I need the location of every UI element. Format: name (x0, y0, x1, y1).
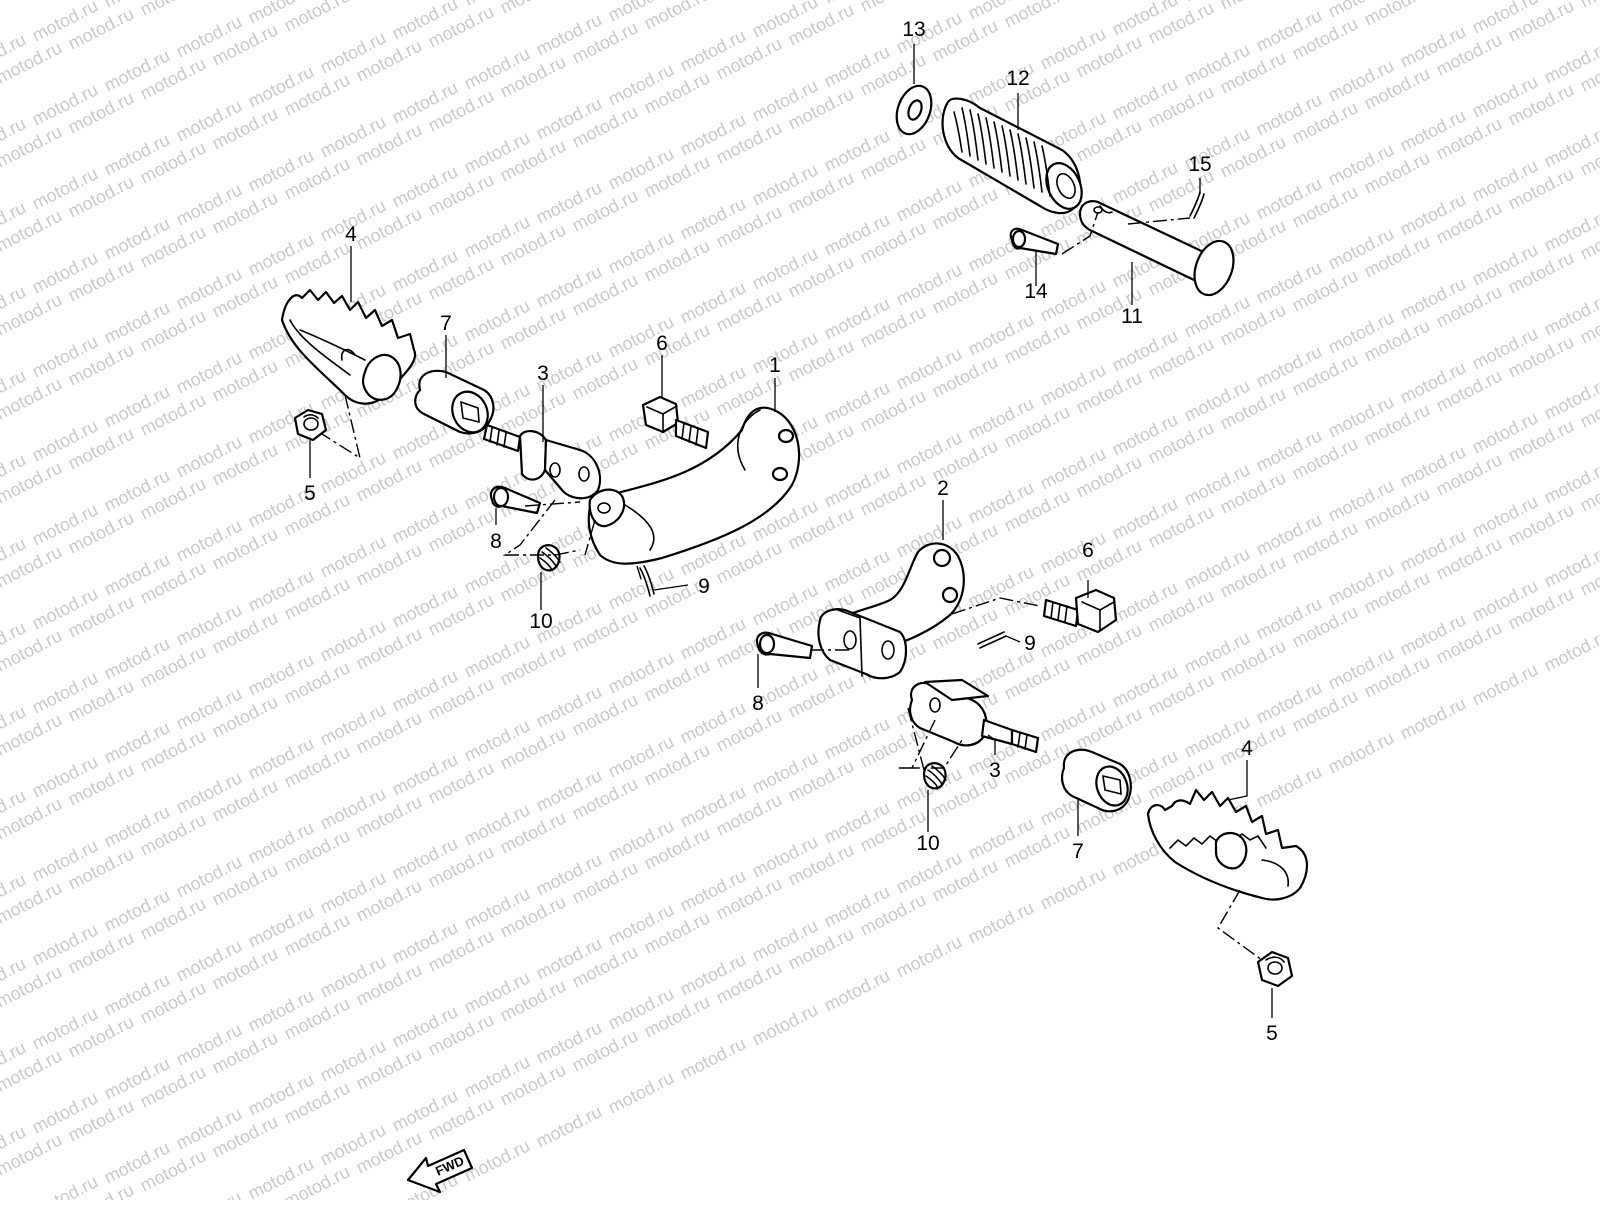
footpeg-mount-3-left (482, 423, 602, 500)
rubber-grip-12 (941, 97, 1083, 215)
callout-3-left: 3 (537, 362, 549, 385)
callout-4-left: 4 (345, 223, 357, 246)
washer-13 (895, 84, 933, 136)
callout-1: 1 (769, 354, 781, 377)
callout-13: 13 (902, 18, 925, 41)
watermark-text: motod.ru (137, 0, 209, 20)
right-leader-lines (810, 597, 1263, 961)
watermark-text: motod.ru (605, 1067, 677, 1117)
watermark-text: motod.ru (353, 0, 425, 2)
watermark-text: motod.ru (857, 0, 929, 16)
callout-5-right: 5 (1266, 1022, 1278, 1045)
watermark-text: motod.ru (1541, 625, 1600, 675)
watermark-text: motod.ru (461, 1135, 533, 1185)
footrest-bracket-1 (587, 406, 801, 565)
passenger-leader-lines (1061, 211, 1191, 255)
watermark-text: motod.ru (29, 1171, 101, 1200)
watermark-text: motod.ru (821, 965, 893, 1015)
cotter-pin-9-right (977, 631, 1007, 649)
callout-7-right: 7 (1072, 840, 1084, 863)
collar-7-right (1061, 748, 1132, 813)
left-leader-lines (321, 394, 643, 583)
bolt-6-left (641, 395, 710, 450)
watermark-text: motod.ru (533, 1101, 605, 1151)
callout-9-right: 9 (1024, 632, 1036, 655)
callout-6-left: 6 (656, 332, 668, 355)
watermark-text: motod.ru (1397, 693, 1469, 743)
watermark-text: motod.ru (965, 897, 1037, 947)
peg-shaft-11 (1078, 200, 1235, 297)
callout-11: 11 (1121, 305, 1143, 328)
callout-labels: 1 2 3 3 4 4 5 5 6 6 7 7 8 8 9 9 10 10 11… (304, 18, 1278, 1045)
watermark-text: motod.ru (677, 1033, 749, 1083)
nut-5-right (1256, 950, 1294, 988)
watermark-text: motod.ru (1577, 0, 1600, 12)
spring-10-left (536, 544, 561, 572)
callout-8-right: 8 (752, 692, 764, 715)
watermark-text: motod.ru (893, 931, 965, 981)
cotter-pin-9-left (639, 565, 655, 597)
watermark-text: motod.ru (1217, 0, 1289, 14)
callout-6-right: 6 (1082, 539, 1094, 562)
watermark-text: motod.ru (1469, 659, 1541, 709)
callout-4-right: 4 (1241, 737, 1253, 760)
watermark-text: motod.ru (1253, 761, 1325, 811)
watermark-text: motod.ru (749, 999, 821, 1049)
callout-9-left: 9 (698, 575, 710, 598)
callout-5-left: 5 (304, 482, 316, 505)
callout-2: 2 (937, 477, 949, 500)
callout-10-right: 10 (916, 832, 939, 855)
callout-3-right: 3 (989, 759, 1001, 782)
footrest-bracket-2 (817, 542, 965, 680)
clevis-pin-8-right (755, 631, 814, 660)
collar-7-left (414, 369, 495, 435)
watermark-text: motod.ru (0, 0, 65, 4)
footpeg-mount-3-right (909, 678, 1040, 754)
callout-7-left: 7 (440, 312, 452, 335)
footpeg-4-left (280, 288, 417, 405)
watermark-text: motod.ru (1325, 727, 1397, 777)
fwd-arrow: FWD (406, 1148, 474, 1194)
bolt-6-right (1042, 588, 1118, 634)
nut-5-left (293, 408, 328, 442)
watermark-text: motod.ru (1361, 0, 1433, 30)
callout-12: 12 (1006, 67, 1029, 90)
callout-10-left: 10 (529, 610, 552, 633)
clevis-pin-14 (1009, 227, 1060, 256)
cotter-pin-15 (1189, 191, 1205, 219)
footpeg-4-right (1146, 788, 1309, 901)
watermark-text: motod.ru (173, 1187, 245, 1200)
callout-15: 15 (1188, 153, 1211, 176)
callout-leaders (309, 44, 1273, 1018)
watermark-text: motod.ru (497, 0, 569, 18)
spring-10-right (922, 762, 947, 790)
callout-14: 14 (1024, 280, 1048, 303)
watermark-text: motod.ru (1001, 0, 1073, 32)
callout-8-left: 8 (490, 530, 502, 553)
watermark-text: motod.ru (1037, 863, 1109, 913)
